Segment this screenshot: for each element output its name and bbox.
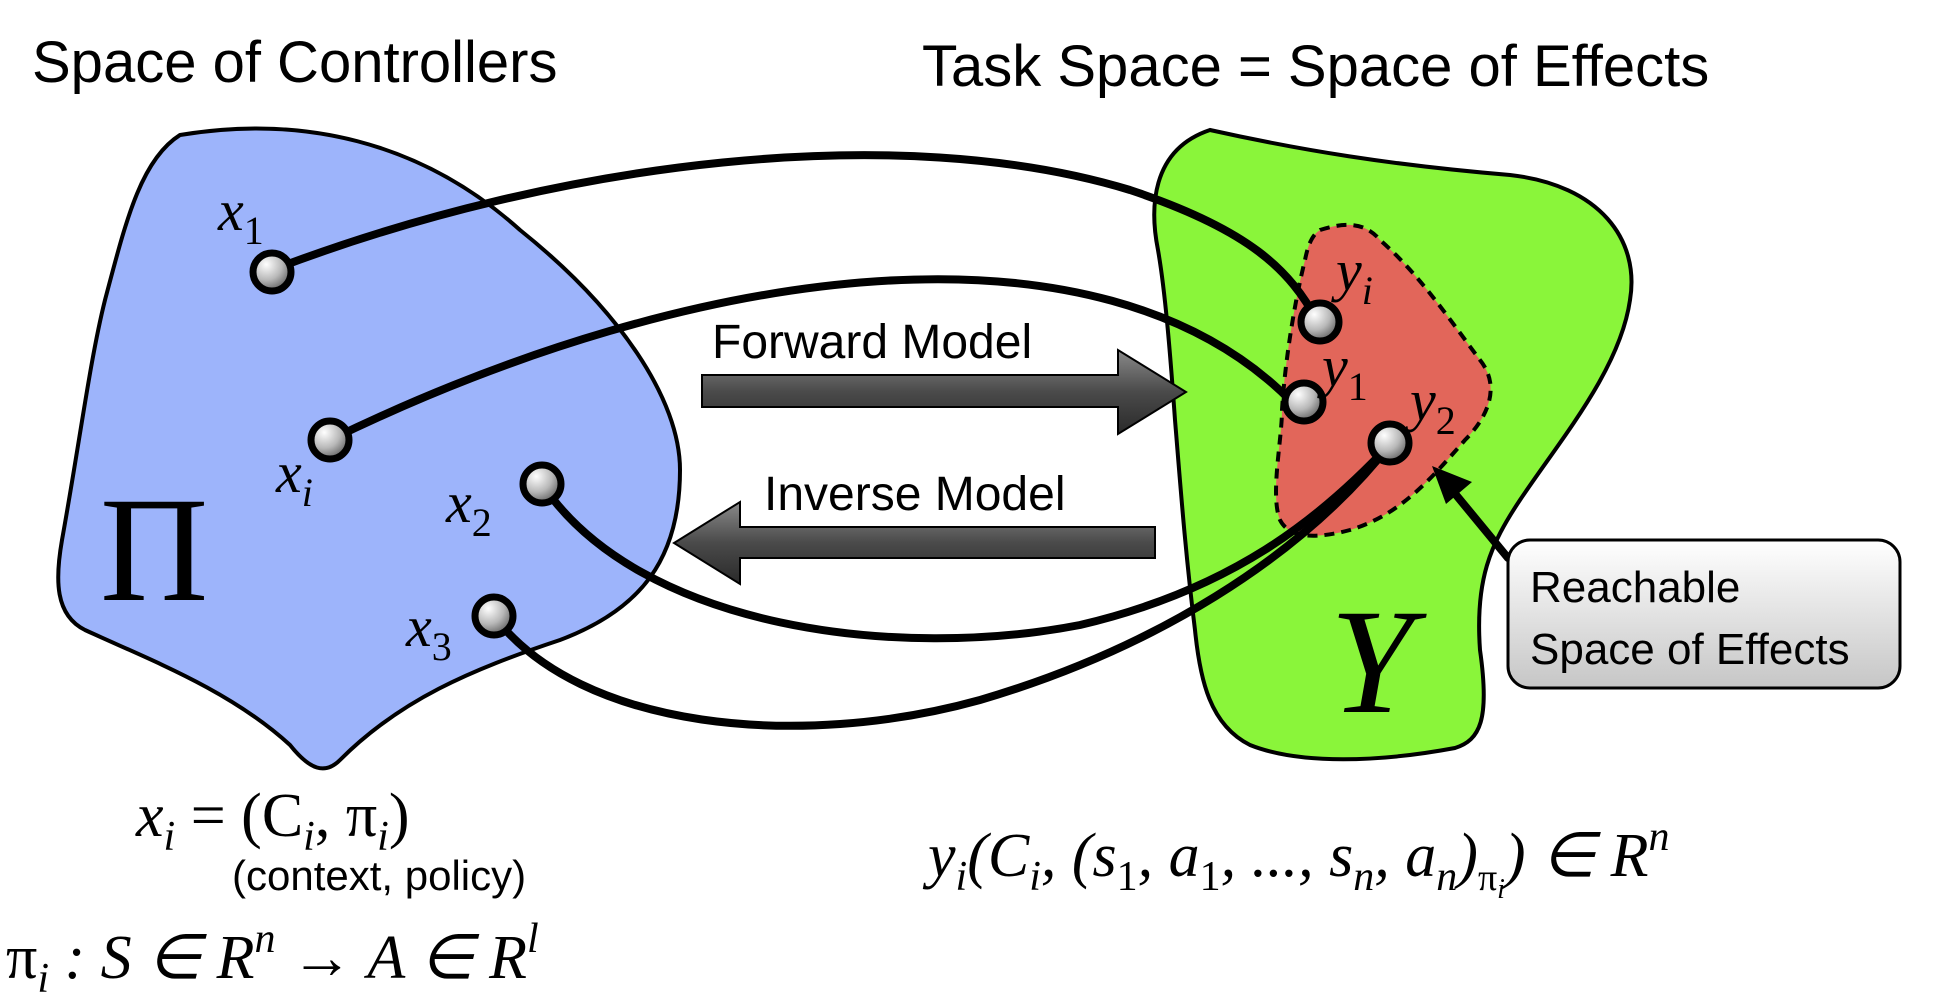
y-symbol: Y — [1330, 579, 1427, 745]
inverse-model-arrow — [672, 500, 1156, 586]
point-x3 — [471, 593, 517, 639]
formula-xi-definition: xi = (Ci, πi) — [135, 782, 409, 860]
label-x1: x1 — [217, 178, 264, 253]
task-space-title: Task Space = Space of Effects — [922, 34, 1709, 99]
link-x2-y2 — [538, 438, 1396, 643]
callout-line-1: Reachable — [1530, 563, 1740, 612]
controllers-title: Space of Controllers — [32, 30, 557, 95]
callout-pointer — [1448, 486, 1512, 562]
point-x2 — [519, 461, 565, 507]
reachable-callout — [1506, 538, 1902, 690]
pi-symbol: Π — [100, 467, 208, 633]
forward-model-arrow — [701, 348, 1188, 436]
label-y1: y1 — [1317, 334, 1368, 409]
point-xi — [307, 417, 353, 463]
label-xi: xi — [275, 440, 313, 515]
point-yi — [1297, 299, 1343, 345]
point-y1 — [1281, 379, 1327, 425]
callout-pointer-head — [1432, 466, 1472, 504]
link-x3-y2 — [490, 438, 1396, 730]
link-xi-y1 — [326, 275, 1294, 444]
label-yi: yi — [1331, 238, 1373, 313]
point-x1 — [249, 249, 295, 295]
context-policy-note: (context, policy) — [232, 852, 526, 899]
callout-line-2: Space of Effects — [1530, 625, 1850, 674]
label-y2: y2 — [1405, 368, 1456, 443]
label-x3: x3 — [405, 594, 452, 669]
controllers-region — [56, 126, 683, 771]
inverse-model-label: Inverse Model — [764, 468, 1065, 521]
link-x1-yi — [268, 151, 1322, 326]
formula-yi-definition: yi(Ci, (s1, a1, ..., sn, an)πi) ∈ Rn — [922, 814, 1669, 905]
label-x2: x2 — [445, 470, 492, 545]
forward-model-label: Forward Model — [712, 316, 1032, 369]
point-y2 — [1367, 420, 1413, 466]
formula-policy-map: πi : S ∈ Rn → A ∈ Rl — [6, 916, 539, 1001]
